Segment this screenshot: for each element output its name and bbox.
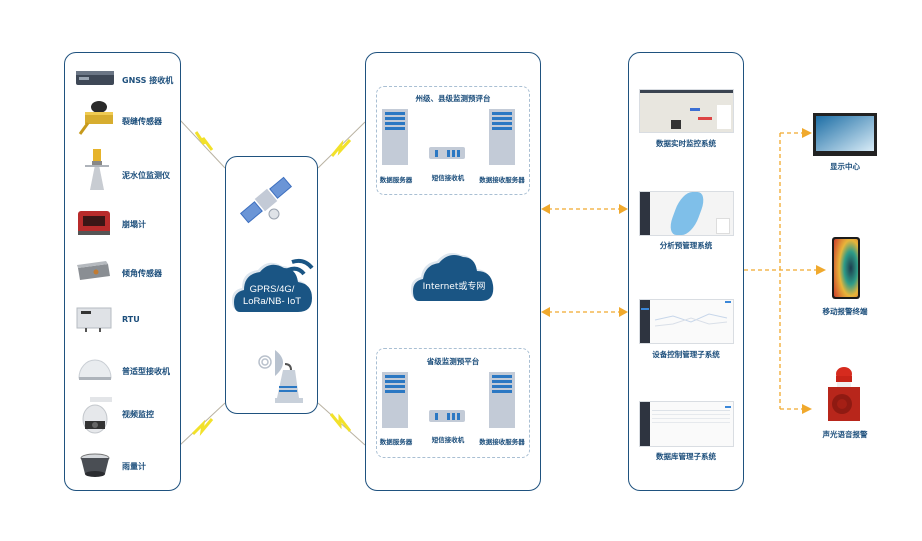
device-label: 泥水位监测仪 — [122, 171, 170, 180]
tilt-sensor-icon — [77, 261, 110, 280]
device-label: GNSS 接收机 — [122, 76, 174, 85]
upper-platform-group — [376, 86, 530, 195]
wireless-cloud-icon — [232, 258, 314, 312]
rain-gauge-icon — [80, 453, 110, 477]
upper-platform-title: 州级、县级监测预评台 — [415, 94, 491, 103]
server-label: 数据接收服务器 — [479, 176, 525, 184]
server-icon — [489, 372, 515, 428]
server-label: 短信接收机 — [431, 436, 465, 444]
device-label: 裂缝传感器 — [122, 117, 162, 126]
device-label: 雨量计 — [122, 462, 146, 471]
map-monitor-screenshot[interactable] — [639, 89, 734, 133]
internet-cloud-label: Internet或专网 — [422, 282, 486, 292]
device-label: 普适型接收机 — [122, 367, 170, 376]
alarm-siren-icon — [828, 367, 860, 421]
mud-level-meter-icon — [85, 149, 109, 190]
device-label: 倾角传感器 — [122, 269, 162, 278]
system-label: 数据实时监控系统 — [656, 139, 716, 148]
arrow-systems-to-outputs — [744, 128, 826, 414]
lightning-link-bottom-left — [179, 402, 226, 446]
system-label: 分析预管理系统 — [659, 241, 713, 250]
chart-dashboard-screenshot[interactable] — [639, 299, 734, 344]
lower-platform-title: 省级监测预平台 — [426, 357, 480, 366]
output-label: 移动报警终端 — [822, 307, 868, 316]
system-label: 设备控制管理子系统 — [652, 350, 720, 359]
lightning-link-top-right — [317, 121, 366, 169]
crack-sensor-icon — [78, 101, 113, 135]
arrow-platform-systems-bottom — [541, 307, 628, 317]
rtu-icon — [76, 307, 112, 332]
collapse-meter-icon — [78, 211, 110, 235]
universal-receiver-icon — [78, 359, 112, 380]
arrow-platform-systems-top — [541, 204, 628, 214]
sms-receiver-icon — [429, 147, 465, 159]
video-camera-icon — [82, 397, 112, 434]
server-icon — [489, 109, 515, 165]
device-label: 崩塌计 — [122, 220, 146, 229]
lower-platform-group — [376, 348, 530, 458]
sms-receiver-icon — [429, 410, 465, 422]
lightning-link-bottom-right — [317, 402, 366, 446]
network-cloud-label: GPRS/4G/ LoRa/NB- IoT — [230, 284, 314, 308]
network-cloud-line2: LoRa/NB- IoT — [242, 296, 302, 307]
server-label: 短信接收机 — [431, 174, 465, 182]
server-icon — [382, 109, 408, 165]
server-icon — [382, 372, 408, 428]
analysis-map-screenshot[interactable] — [639, 191, 734, 236]
satellite-icon — [239, 176, 293, 224]
lightning-link-top-left — [179, 119, 226, 169]
server-label: 数据服务器 — [379, 438, 413, 446]
gnss-receiver-icon — [76, 71, 114, 85]
device-label: 视频监控 — [122, 410, 154, 419]
device-label: RTU — [122, 315, 140, 324]
system-label: 数据库管理子系统 — [656, 452, 716, 461]
mobile-phone-icon — [832, 237, 860, 299]
display-monitor-icon — [813, 113, 877, 156]
internet-cloud-icon — [411, 253, 494, 301]
server-label: 数据服务器 — [379, 176, 413, 184]
radar-dish-icon — [258, 350, 303, 403]
server-label: 数据接收服务器 — [479, 438, 525, 446]
output-label: 显示中心 — [830, 162, 860, 171]
network-cloud-line1: GPRS/4G/ — [249, 284, 295, 295]
output-label: 声光语音报警 — [822, 430, 868, 439]
table-dashboard-screenshot[interactable] — [639, 401, 734, 447]
